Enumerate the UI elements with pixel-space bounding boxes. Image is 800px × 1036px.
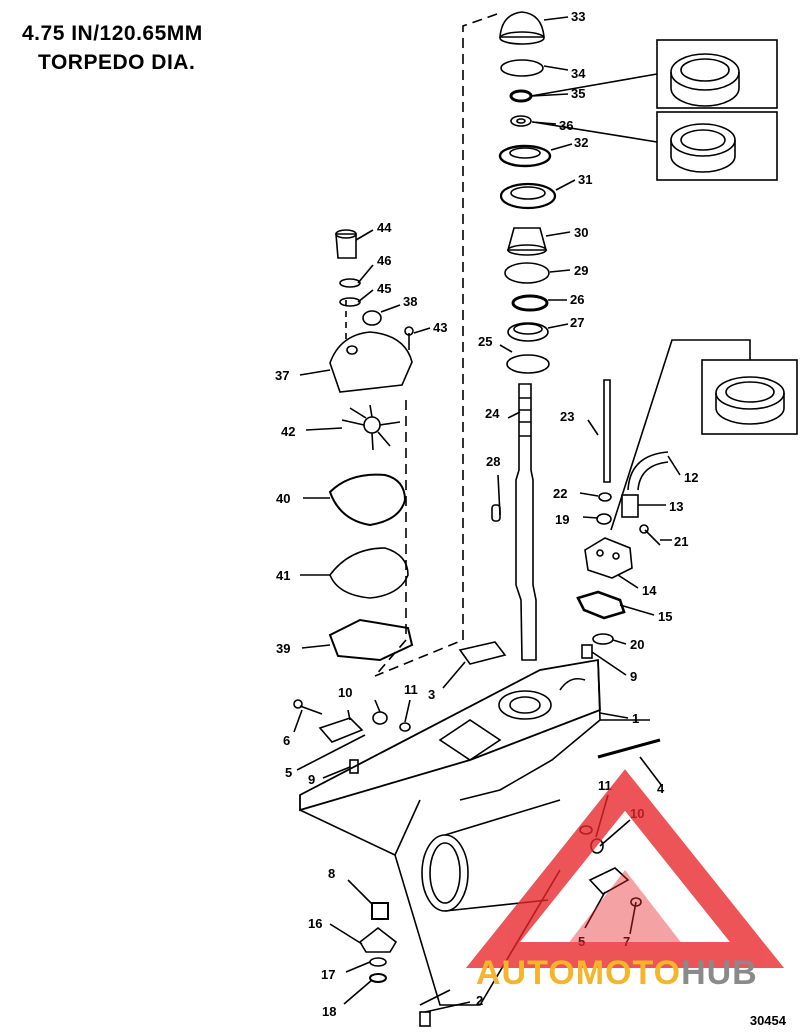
- part-label: 45: [377, 281, 391, 296]
- part-label: 35: [571, 86, 585, 101]
- diagram-title-line1: 4.75 IN/120.65MM: [22, 22, 203, 45]
- part-label: 18: [322, 1004, 336, 1019]
- part-label: 25: [478, 334, 492, 349]
- part-label: 6: [283, 733, 290, 748]
- part-label: 21: [674, 534, 688, 549]
- part-label: 11: [404, 682, 418, 697]
- part-label: 32: [574, 135, 588, 150]
- part-label: 9: [308, 772, 315, 787]
- watermark-wordmark: AUTOMOTOHUB: [476, 954, 758, 993]
- part-label: 22: [553, 486, 567, 501]
- part-label: 8: [328, 866, 335, 881]
- part-label: 4: [657, 781, 665, 796]
- diagram-title-line2: TORPEDO DIA.: [38, 51, 196, 74]
- part-label: 44: [377, 220, 392, 235]
- part-label: 23: [560, 409, 574, 424]
- part-label: 7: [623, 934, 630, 949]
- part-label: 20: [630, 637, 644, 652]
- part-label: 31: [578, 172, 592, 187]
- part-label: 11: [598, 778, 612, 793]
- part-label: 3: [428, 687, 435, 702]
- watermark-word-b: HUB: [681, 954, 758, 992]
- part-label: 15: [658, 609, 672, 624]
- part-label: 33: [571, 9, 585, 24]
- part-label: 38: [403, 294, 417, 309]
- watermark-word-a: AUTOMOTO: [476, 954, 682, 992]
- diagram-reference-number: 30454: [749, 1013, 786, 1028]
- part-label: 13: [669, 499, 683, 514]
- part-label: 12: [684, 470, 698, 485]
- part-label: 39: [276, 641, 290, 656]
- part-label: 1: [632, 711, 639, 726]
- part-label: 9: [630, 669, 637, 684]
- part-number-labels: 33 34 35 36 32 31 30 29 26 27 25 24 23 2…: [275, 9, 698, 1019]
- part-label: 36: [559, 118, 573, 133]
- part-label: 26: [570, 292, 584, 307]
- part-label: 46: [377, 253, 391, 268]
- part-label: 30: [574, 225, 588, 240]
- part-label: 14: [642, 583, 657, 598]
- part-label: 24: [485, 406, 500, 421]
- part-label: 10: [338, 685, 352, 700]
- part-label: 41: [276, 568, 290, 583]
- part-label: 19: [555, 512, 569, 527]
- part-label: 42: [281, 424, 295, 439]
- part-label: 29: [574, 263, 588, 278]
- part-label: 28: [486, 454, 500, 469]
- part-label: 34: [571, 66, 586, 81]
- part-label: 2: [476, 993, 483, 1008]
- part-label: 16: [308, 916, 322, 931]
- part-label: 5: [285, 765, 292, 780]
- part-label: 43: [433, 320, 447, 335]
- part-label: 40: [276, 491, 290, 506]
- watermark-triangle-icon: [465, 769, 785, 968]
- part-label: 27: [570, 315, 584, 330]
- part-label: 5: [578, 934, 585, 949]
- part-label: 17: [321, 967, 335, 982]
- part-label: 37: [275, 368, 289, 383]
